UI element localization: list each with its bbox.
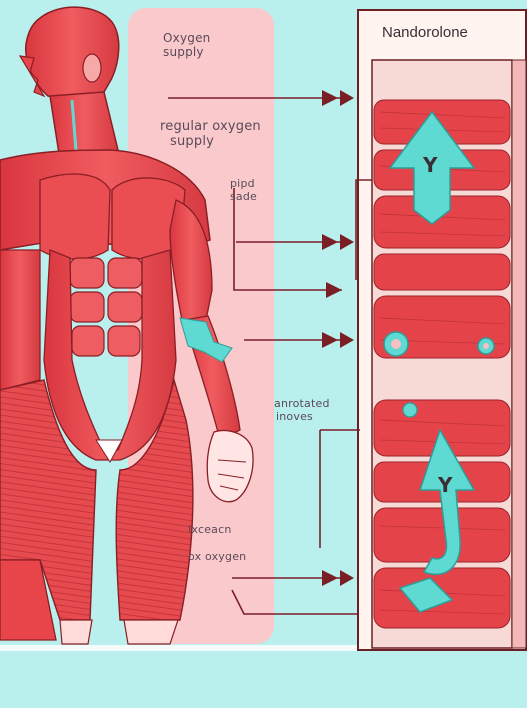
- connectors: [168, 97, 372, 615]
- ixceacn-label: Ixceacn ox oxygen: [188, 523, 247, 563]
- panel-title: Nandorolone: [382, 24, 468, 41]
- tissue-panel: [357, 9, 527, 651]
- bottom-line: [0, 645, 527, 651]
- y-arrow-icon: [388, 110, 476, 225]
- bottom-strip: [0, 645, 527, 703]
- oxygen-supply-label: Oxygen supply: [163, 31, 211, 60]
- ixceacn-line-2: ox oxygen: [188, 549, 247, 563]
- hook-arrow-icon: [398, 428, 476, 613]
- ixceacn-line-1: Ixceacn: [188, 523, 232, 536]
- ring-icon: [383, 331, 495, 418]
- annotated-inoves-line-1: anrotated: [274, 397, 330, 410]
- y-marker-bottom: Y: [438, 473, 453, 497]
- oxygen-supply-line-2: supply: [163, 44, 204, 59]
- y-marker-top: Y: [423, 153, 438, 177]
- pipd-sade-line-1: pipd: [230, 177, 255, 190]
- pipd-sade-line-2: sade: [230, 189, 258, 203]
- regular-oxygen-line-1: regular oxygen: [160, 119, 261, 134]
- oxygen-supply-line-1: Oxygen: [163, 31, 211, 45]
- regular-oxygen-label: regular oxygen supply: [160, 119, 261, 150]
- annotated-inoves-line-2: inoves: [276, 409, 313, 423]
- annotated-inoves-label: anrotated inoves: [274, 397, 330, 423]
- arrow-icon: [322, 90, 354, 586]
- muscle-figure: [0, 6, 254, 645]
- pipd-sade-label: pipd sade: [230, 177, 258, 203]
- regular-oxygen-line-2: supply: [170, 133, 215, 149]
